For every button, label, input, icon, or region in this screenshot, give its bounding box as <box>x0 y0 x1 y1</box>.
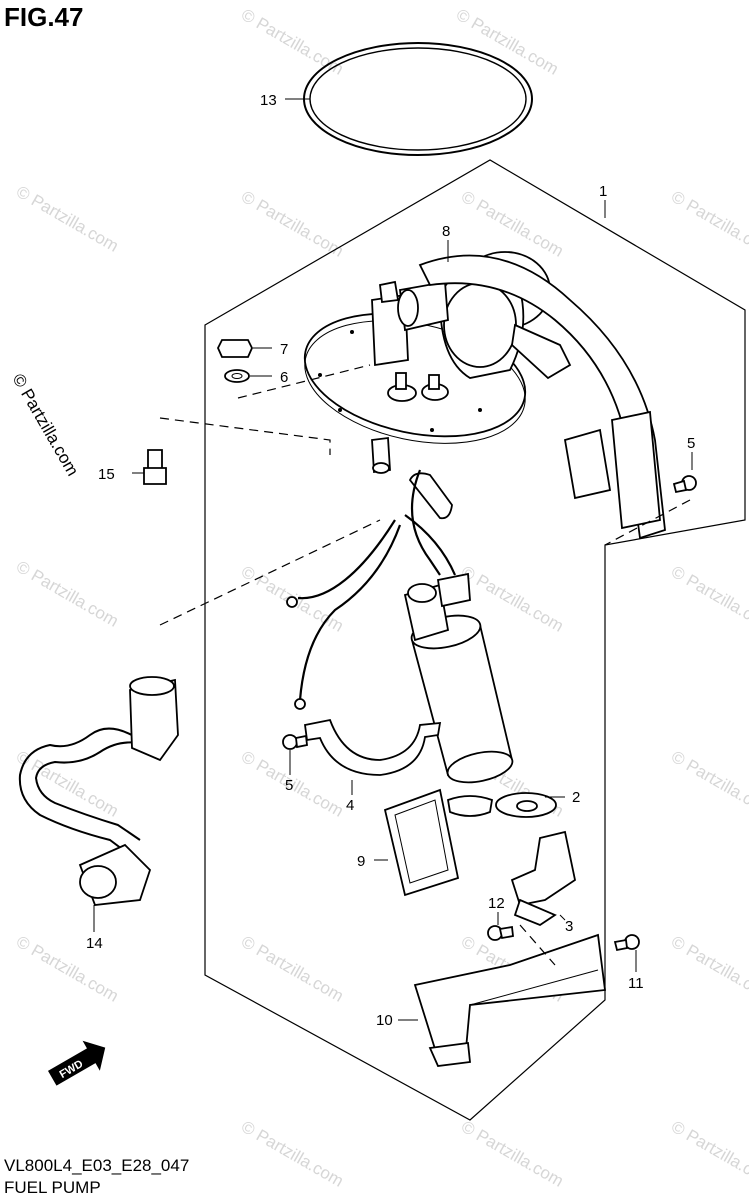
leader-lines <box>93 98 693 1021</box>
watermark: © Partzilla.com <box>13 182 122 256</box>
callout-4: 4 <box>346 797 354 814</box>
washer <box>224 369 250 383</box>
fwd-label: FWD <box>58 1058 86 1081</box>
dashed-reference-lines <box>159 364 691 966</box>
callout-7: 7 <box>280 341 288 358</box>
fuel-hose-stub <box>371 436 453 520</box>
callouts: 13 1 8 7 6 15 5 5 4 2 9 12 3 11 10 14 <box>86 92 695 1029</box>
watermark: © Partzilla.com <box>238 1117 347 1191</box>
fwd-arrow-icon: FWD <box>47 1040 106 1086</box>
fuel-hose <box>18 676 179 906</box>
pump-bracket <box>510 830 577 927</box>
watermark: © Partzilla.com <box>668 187 749 261</box>
callout-6: 6 <box>280 369 288 386</box>
watermark: © Partzilla.com <box>453 5 562 79</box>
watermark: © Partzilla.com <box>13 932 122 1006</box>
diagram-name: FUEL PUMP <box>4 1178 101 1197</box>
callout-8: 8 <box>442 223 450 240</box>
bolt <box>487 925 503 941</box>
watermark: © Partzilla.com <box>668 1117 749 1191</box>
callout-13: 13 <box>260 92 277 109</box>
wiring-harness <box>286 469 457 710</box>
fuel-pump-body <box>403 572 514 784</box>
watermark: © Partzilla.com <box>458 187 567 261</box>
model-code: VL800L4_E03_E28_047 <box>4 1156 190 1175</box>
callout-3: 3 <box>565 918 573 935</box>
watermark: © Partzilla.com <box>668 747 749 821</box>
callout-15: 15 <box>98 466 115 483</box>
callout-1: 1 <box>599 183 607 200</box>
callout-14: 14 <box>86 935 103 952</box>
callout-11: 11 <box>628 975 644 992</box>
watermark: © Partzilla.com <box>13 557 122 631</box>
fuel-filter <box>383 788 460 897</box>
callout-12: 12 <box>488 895 505 912</box>
pressure-regulator <box>397 251 666 540</box>
callout-2: 2 <box>572 789 580 806</box>
watermark: © Partzilla.com <box>13 747 122 821</box>
fuel-guard <box>413 933 607 1067</box>
callout-5: 5 <box>687 435 695 452</box>
pump-cushion <box>446 792 557 818</box>
pump-clamp <box>303 718 442 776</box>
callout-5: 5 <box>285 777 293 794</box>
watermark: © Partzilla.com <box>668 932 749 1006</box>
fasteners <box>143 339 697 952</box>
watermark: © Partzilla.com <box>238 187 347 261</box>
bolt <box>282 734 298 750</box>
callout-10: 10 <box>376 1012 393 1029</box>
watermark: © Partzilla.com <box>668 562 749 636</box>
o-ring <box>303 42 533 156</box>
nut <box>217 339 253 358</box>
watermark: © Partzilla.com <box>238 5 347 79</box>
watermark: © Partzilla.com <box>458 1117 567 1191</box>
figure-title: FIG.47 <box>4 2 84 32</box>
callout-9: 9 <box>357 853 365 870</box>
watermark: © Partzilla.com <box>238 932 347 1006</box>
watermark-side: © Partzilla.com <box>9 371 83 480</box>
